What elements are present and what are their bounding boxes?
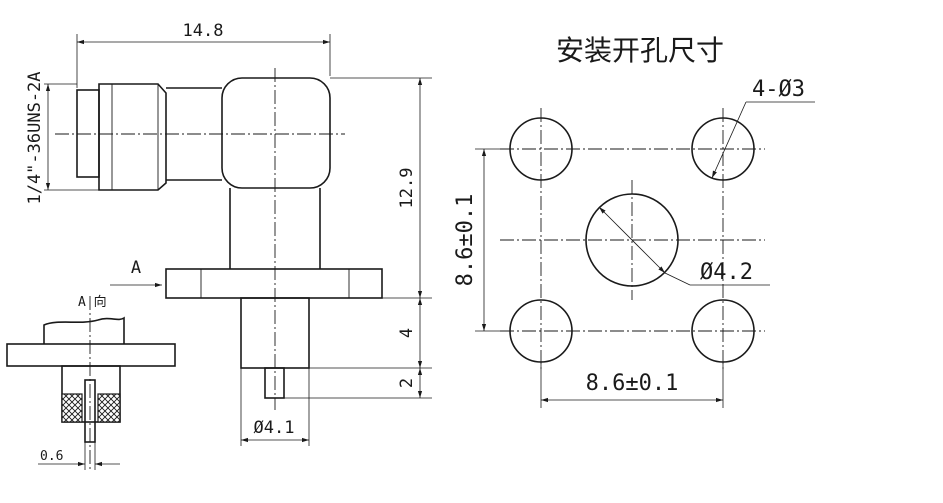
dim-width-label: 14.8	[183, 21, 224, 41]
dim-thread-label: 1/4"-36UNS-2A	[25, 71, 45, 204]
dim-thread: 1/4"-36UNS-2A	[25, 71, 99, 205]
right-angle-body	[221, 77, 331, 189]
section-hatch-right	[97, 393, 121, 423]
dim-center-dia: Ø4.2	[598, 206, 770, 286]
connector-neck	[166, 87, 222, 181]
mount-flange	[165, 268, 383, 299]
side-view: 14.8 1/4"-36UNS-2A 12.9 4 2 Ø4.	[25, 21, 432, 446]
dim-body-dia-label: Ø4.1	[254, 418, 295, 438]
dim-center-dia-label: Ø4.2	[700, 260, 753, 285]
dim-pin-label: 2	[397, 378, 417, 388]
coupling-nut	[76, 83, 167, 191]
view-marker-label: A	[131, 258, 141, 278]
mount-hole-pattern: 安装开孔尺寸 4-Ø3 Ø4.2	[453, 34, 815, 408]
dim-body-dia: Ø4.1	[240, 368, 310, 446]
dim-vertical: 8.6±0.1	[453, 148, 512, 332]
mount-hole-title: 安装开孔尺寸	[556, 34, 724, 67]
dim-vertical-label: 8.6±0.1	[453, 194, 478, 287]
vertical-stem	[229, 188, 321, 269]
dim-height-label: 12.9	[397, 168, 417, 209]
dim-section-pin: 0.6	[38, 442, 120, 470]
dim-section-pin-label: 0.6	[40, 449, 63, 464]
dim-horizontal: 8.6±0.1	[540, 362, 724, 408]
dim-vertical-stack: 12.9 4 2	[284, 77, 432, 399]
section-hatch-left	[61, 393, 83, 423]
section-view: A 向 0.6	[6, 294, 176, 470]
contact-pin	[264, 367, 285, 399]
dim-holes: 4-Ø3	[711, 77, 815, 179]
dim-holes-label: 4-Ø3	[752, 77, 805, 102]
view-marker: A	[110, 258, 162, 288]
dim-flange-gap-label: 4	[397, 328, 417, 338]
dim-width: 14.8	[76, 21, 331, 88]
dim-horizontal-label: 8.6±0.1	[586, 371, 679, 396]
section-view-label: A 向	[78, 294, 107, 310]
